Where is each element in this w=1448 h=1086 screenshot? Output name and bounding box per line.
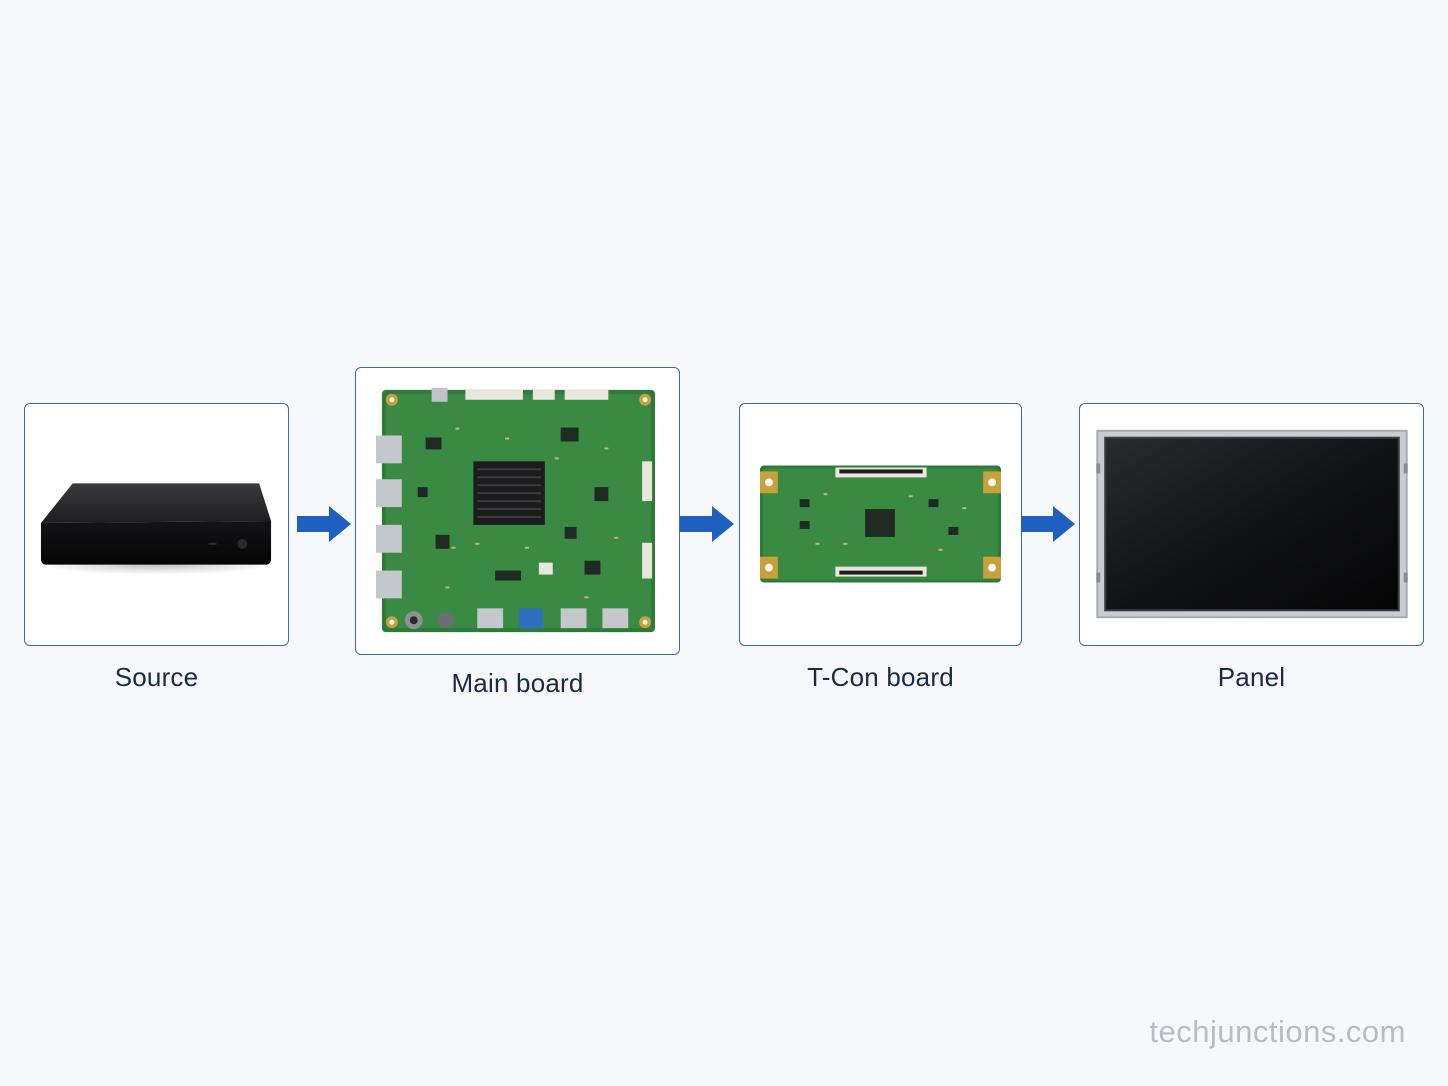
main-board-card [355,367,680,655]
main-board-pcb-icon [375,387,656,633]
tcon-board-pcb-icon [760,465,1001,583]
source-label: Source [114,662,199,692]
panel-card [1079,403,1424,646]
flow-arrow-icon [680,506,734,542]
source-card [24,403,289,646]
flow-arrow-icon [1021,506,1075,542]
tcon-board-label: T-Con board [807,662,954,692]
display-panel-icon [1096,429,1408,619]
panel-label: Panel [1217,662,1286,692]
main-board-label: Main board [451,668,584,698]
tcon-board-card [739,403,1022,646]
watermark-text: techjunctions.com [1149,1014,1406,1049]
set-top-box-icon [36,483,276,575]
flow-arrow-icon [297,506,351,542]
